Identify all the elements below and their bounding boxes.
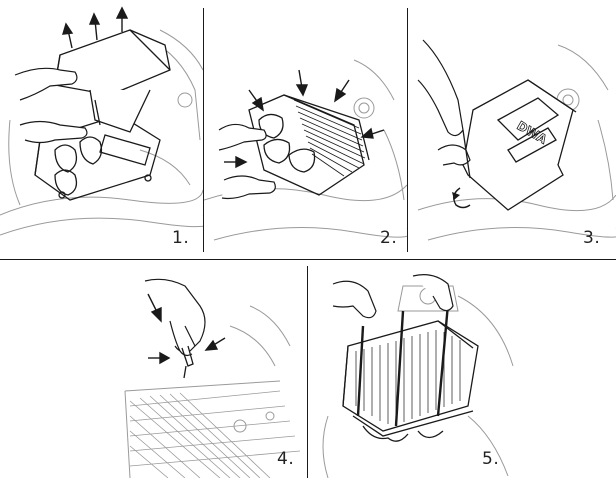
rotate-arrow-head [452,192,460,200]
step-2-number: 2. [380,228,398,248]
filter-pleats [355,330,461,424]
step-5-illustration [322,274,514,478]
hand-icon [218,123,276,200]
hand-icon [332,274,454,319]
strap-icon [356,303,450,427]
divider-vertical-2 [407,8,408,252]
up-arrow-icon [62,6,129,49]
airbox-base [352,410,474,442]
filter-pleats [293,99,366,177]
hand-icon [14,67,88,144]
step-1-number: 1. [172,228,190,248]
step-4-panel: 4. [100,266,307,478]
rotate-arrow-icon [453,187,471,209]
divider-vertical-1 [203,8,204,252]
step-5-panel: 5. [308,266,516,478]
step-5-number: 5. [482,449,500,469]
step-1-illustration [0,6,203,236]
step-2-illustration [204,59,407,241]
step-3-illustration: DWA [417,39,616,241]
hand-icon [417,39,471,166]
hand-icon [144,278,206,357]
air-filter-icon [248,94,370,196]
divider-horizontal [0,259,616,260]
step-4-number: 4. [277,449,295,469]
step-3-panel: DWA 3. [408,0,616,259]
arrow-icon [147,293,226,365]
step-1-panel: 1. [0,0,203,259]
step-3-number: 3. [583,228,601,248]
step-4-illustration [124,278,301,478]
tool-icon [462,129,471,179]
air-filter-cover-icon [462,79,577,211]
clip-icon [181,345,194,379]
arrow-icon [224,69,385,169]
filter-grid [129,390,301,478]
step-2-panel: 2. [204,0,407,259]
divider-vertical-3 [307,266,308,478]
